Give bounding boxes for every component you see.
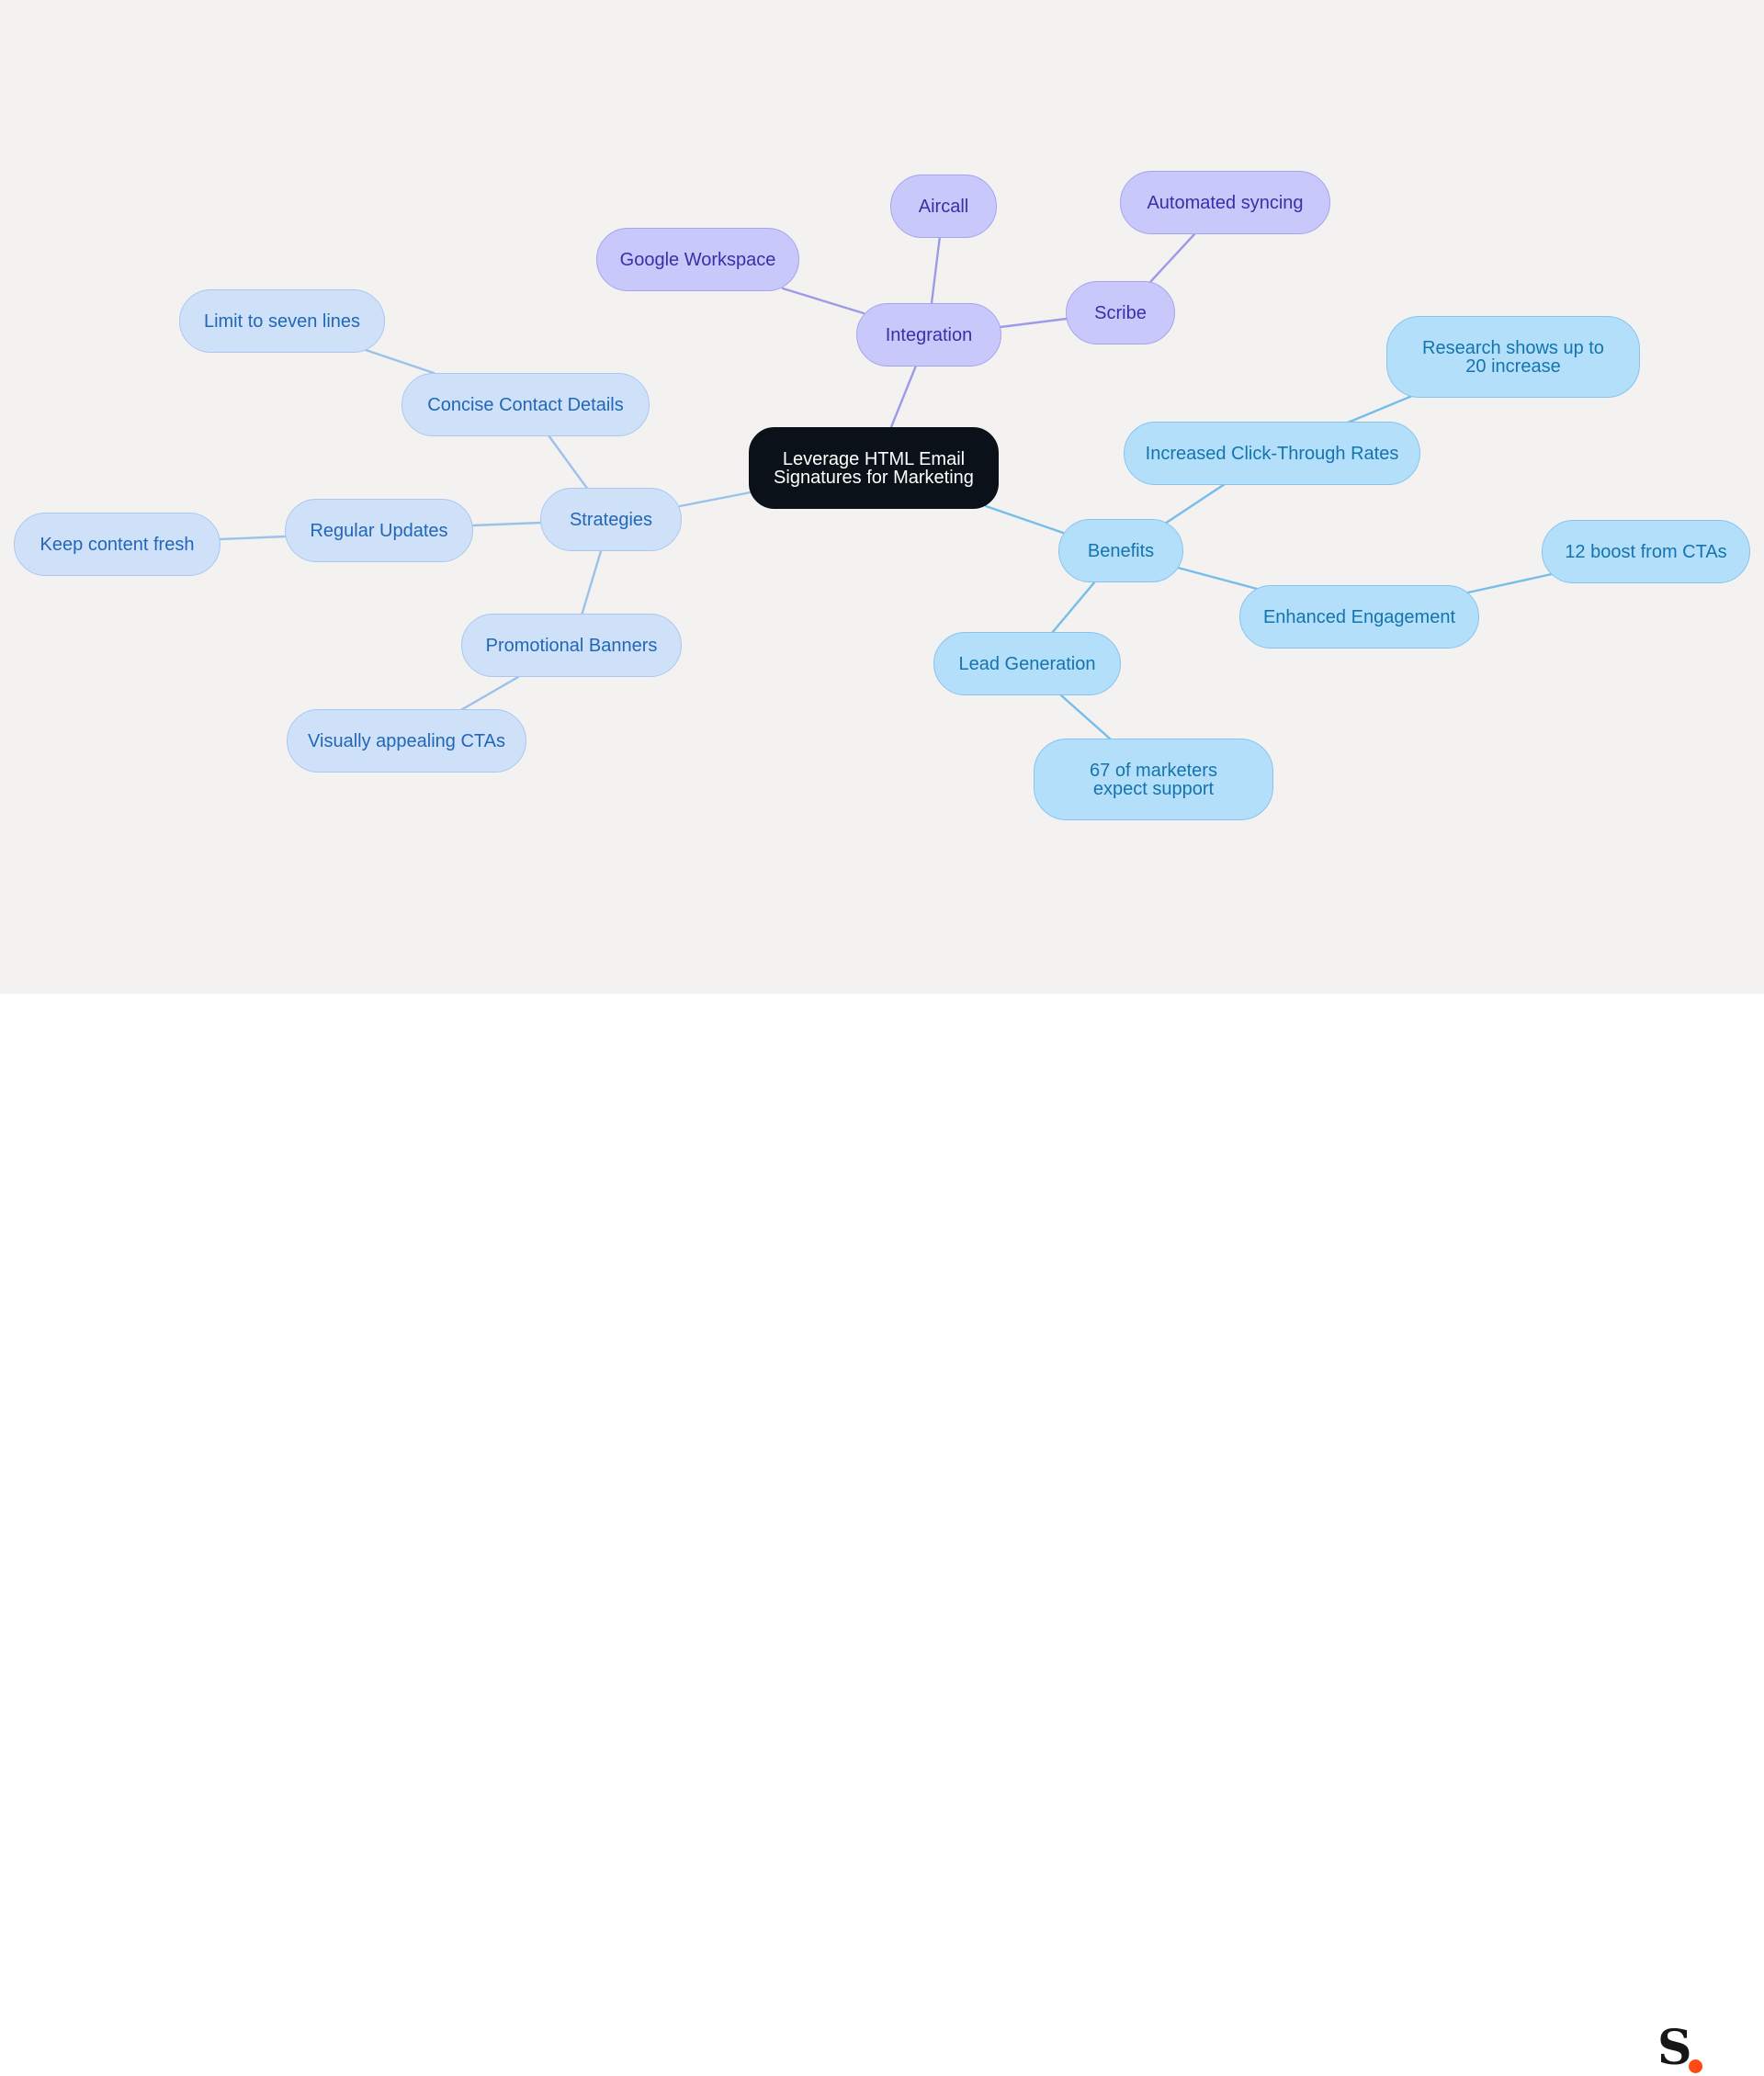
root-node[interactable]: Leverage HTML Email Signatures for Marke… xyxy=(749,427,999,509)
strategies-node[interactable]: Strategies xyxy=(540,488,682,551)
connector-concise-contact-limit xyxy=(364,348,435,375)
connector-strategies-regular-updates xyxy=(471,521,543,527)
connector-strategies-promotional-banners xyxy=(580,549,603,617)
visually-appealing-ctas-node[interactable]: Visually appealing CTAs xyxy=(287,709,526,773)
connector-integration-aircall xyxy=(930,234,942,305)
concise-contact-details-node[interactable]: Concise Contact Details xyxy=(401,373,650,436)
connector-benefits-click-through xyxy=(1163,482,1227,525)
logo-letter: S xyxy=(1657,2020,1692,2076)
integration-node[interactable]: Integration xyxy=(856,303,1001,367)
connector-lead-generation-67-marketers xyxy=(1059,694,1113,741)
brand-logo[interactable]: S xyxy=(1657,2025,1713,2076)
connector-strategies-concise-contact xyxy=(547,434,590,491)
enhanced-engagement-node[interactable]: Enhanced Engagement xyxy=(1239,585,1479,649)
limit-to-seven-lines-node[interactable]: Limit to seven lines xyxy=(179,289,385,353)
12-boost-from-ctas-node[interactable]: 12 boost from CTAs xyxy=(1542,520,1750,583)
promotional-banners-node[interactable]: Promotional Banners xyxy=(461,614,682,677)
connector-benefits-lead-generation xyxy=(1050,580,1097,635)
logo-dot-icon xyxy=(1689,2059,1702,2073)
regular-updates-node[interactable]: Regular Updates xyxy=(285,499,473,562)
connector-root-integration xyxy=(889,364,918,429)
lead-generation-node[interactable]: Lead Generation xyxy=(933,632,1121,695)
connector-promotional-banners-visual-ctas xyxy=(458,675,520,713)
connector-root-strategies xyxy=(678,491,752,508)
connector-root-benefits xyxy=(984,504,1065,535)
benefits-node[interactable]: Benefits xyxy=(1058,519,1183,582)
mindmap-connectors xyxy=(219,232,1554,741)
connector-integration-google-workspace xyxy=(781,287,865,315)
connector-regular-updates-keep-fresh xyxy=(219,535,287,541)
scribe-node[interactable]: Scribe xyxy=(1066,281,1175,344)
connector-enhanced-engagement-12-boost xyxy=(1466,572,1554,594)
connector-benefits-enhanced-engagement xyxy=(1176,566,1259,591)
connector-click-through-research xyxy=(1346,394,1414,424)
footer-bar: S xyxy=(0,994,1764,2073)
increased-click-through-rates-node[interactable]: Increased Click-Through Rates xyxy=(1124,422,1420,485)
connector-scribe-automated-syncing xyxy=(1148,232,1196,284)
research-shows-node[interactable]: Research shows up to 20 increase xyxy=(1386,316,1640,398)
connector-integration-scribe xyxy=(999,317,1069,329)
keep-content-fresh-node[interactable]: Keep content fresh xyxy=(14,513,220,576)
automated-syncing-node[interactable]: Automated syncing xyxy=(1120,171,1330,234)
aircall-node[interactable]: Aircall xyxy=(890,175,997,238)
67-marketers-node[interactable]: 67 of marketers expect support xyxy=(1034,739,1273,820)
google-workspace-node[interactable]: Google Workspace xyxy=(596,228,799,291)
mindmap-canvas: Leverage HTML Email Signatures for Marke… xyxy=(0,0,1764,994)
